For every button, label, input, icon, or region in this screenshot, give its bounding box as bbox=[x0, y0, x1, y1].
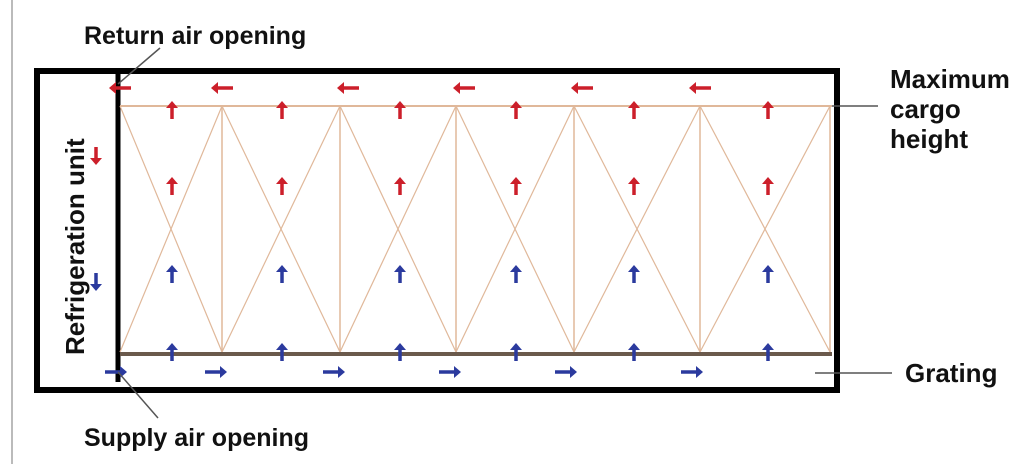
arrow-right-blue-icon bbox=[681, 366, 703, 378]
arrow-right-blue-icon bbox=[205, 366, 227, 378]
arrow-right-blue-icon bbox=[323, 366, 345, 378]
arrow-up-red-icon bbox=[628, 177, 640, 195]
arrow-head bbox=[628, 343, 640, 350]
max-cargo-height-line2: cargo bbox=[890, 94, 961, 124]
arrow-up-red-icon bbox=[628, 101, 640, 119]
arrow-up-blue-icon bbox=[166, 265, 178, 283]
cargo-diagonal bbox=[455, 105, 575, 353]
arrow-head bbox=[166, 265, 178, 272]
arrow-head bbox=[90, 284, 102, 291]
cargo-diagonal bbox=[119, 105, 223, 353]
arrow-head bbox=[762, 177, 774, 184]
arrow-head bbox=[571, 82, 578, 94]
container-outline bbox=[34, 68, 840, 393]
cargo-diagonal bbox=[699, 105, 831, 353]
arrow-up-blue-icon bbox=[762, 265, 774, 283]
arrow-head bbox=[338, 366, 345, 378]
arrow-head bbox=[762, 101, 774, 108]
arrow-head bbox=[394, 343, 406, 350]
arrow-left-red-icon bbox=[211, 82, 233, 94]
supply-air-opening-label: Supply air opening bbox=[84, 424, 309, 452]
arrow-head bbox=[696, 366, 703, 378]
arrow-head bbox=[762, 343, 774, 350]
arrow-up-red-icon bbox=[276, 101, 288, 119]
arrow-up-red-icon bbox=[762, 177, 774, 195]
cargo-stacks bbox=[119, 105, 832, 353]
cargo-diagonal bbox=[339, 105, 457, 353]
max-cargo-height-line3: height bbox=[890, 124, 968, 154]
arrow-right-blue-icon bbox=[555, 366, 577, 378]
arrow-up-blue-icon bbox=[276, 343, 288, 361]
arrow-up-blue-icon bbox=[394, 343, 406, 361]
return-air-opening-label: Return air opening bbox=[84, 22, 306, 50]
arrow-head bbox=[166, 177, 178, 184]
arrow-down-blue-icon bbox=[90, 273, 102, 291]
arrow-up-red-icon bbox=[166, 101, 178, 119]
arrow-head bbox=[510, 265, 522, 272]
arrow-head bbox=[276, 265, 288, 272]
cargo-diagonal bbox=[221, 105, 341, 353]
arrow-head bbox=[394, 101, 406, 108]
cargo-diagonal bbox=[573, 105, 701, 353]
arrow-head bbox=[120, 366, 127, 378]
arrow-down-red-icon bbox=[90, 147, 102, 165]
arrow-head bbox=[109, 82, 116, 94]
arrow-left-red-icon bbox=[689, 82, 711, 94]
arrow-up-blue-icon bbox=[166, 343, 178, 361]
return-air-leader bbox=[117, 47, 161, 85]
arrow-up-blue-icon bbox=[276, 265, 288, 283]
arrow-up-red-icon bbox=[394, 101, 406, 119]
arrow-head bbox=[453, 82, 460, 94]
arrow-up-blue-icon bbox=[394, 265, 406, 283]
arrow-head bbox=[762, 265, 774, 272]
arrow-head bbox=[570, 366, 577, 378]
arrow-right-blue-icon bbox=[105, 366, 127, 378]
arrow-up-blue-icon bbox=[510, 343, 522, 361]
arrow-head bbox=[211, 82, 218, 94]
arrow-head bbox=[510, 343, 522, 350]
arrow-up-blue-icon bbox=[762, 343, 774, 361]
arrow-up-red-icon bbox=[166, 177, 178, 195]
supply-air-leader bbox=[117, 371, 159, 419]
arrow-up-red-icon bbox=[276, 177, 288, 195]
arrow-head bbox=[628, 101, 640, 108]
arrow-head bbox=[276, 101, 288, 108]
arrow-head bbox=[689, 82, 696, 94]
airflow-arrows bbox=[90, 82, 774, 378]
arrow-head bbox=[166, 343, 178, 350]
arrow-left-red-icon bbox=[571, 82, 593, 94]
arrow-up-blue-icon bbox=[628, 343, 640, 361]
arrow-left-red-icon bbox=[109, 82, 131, 94]
arrow-head bbox=[628, 177, 640, 184]
arrow-left-red-icon bbox=[337, 82, 359, 94]
arrow-left-red-icon bbox=[453, 82, 475, 94]
arrow-right-blue-icon bbox=[439, 366, 461, 378]
arrow-head bbox=[220, 366, 227, 378]
arrow-head bbox=[90, 158, 102, 165]
refrigeration-unit-label: Refrigeration unit bbox=[60, 138, 90, 355]
arrow-up-red-icon bbox=[510, 177, 522, 195]
max-cargo-height-line1: Maximum bbox=[890, 64, 1010, 94]
arrow-up-red-icon bbox=[394, 177, 406, 195]
arrow-up-red-icon bbox=[510, 101, 522, 119]
grating-label: Grating bbox=[905, 358, 997, 388]
arrow-up-blue-icon bbox=[510, 265, 522, 283]
arrow-up-blue-icon bbox=[628, 265, 640, 283]
arrow-head bbox=[628, 265, 640, 272]
arrow-head bbox=[276, 177, 288, 184]
arrow-head bbox=[394, 177, 406, 184]
arrow-up-red-icon bbox=[762, 101, 774, 119]
arrow-head bbox=[166, 101, 178, 108]
arrow-head bbox=[454, 366, 461, 378]
arrow-head bbox=[510, 101, 522, 108]
arrow-head bbox=[394, 265, 406, 272]
arrow-head bbox=[337, 82, 344, 94]
arrow-head bbox=[276, 343, 288, 350]
arrow-head bbox=[510, 177, 522, 184]
